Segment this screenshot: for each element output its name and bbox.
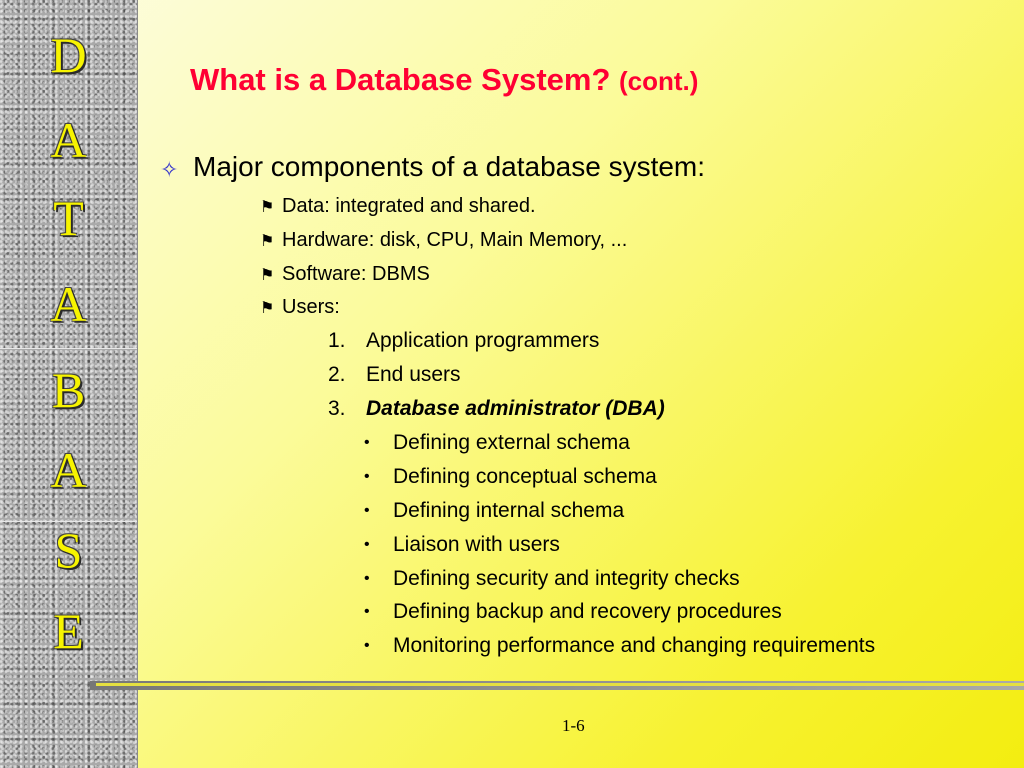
task-text: Defining conceptual schema	[393, 465, 657, 488]
sidebar-letter: A	[50, 276, 87, 332]
component-text: Users:	[282, 296, 340, 318]
dba-task: • Defining backup and recovery procedures	[360, 600, 782, 624]
component-item: ⚑ Software: DBMS	[260, 263, 430, 286]
dot-icon: •	[364, 637, 370, 654]
component-item: ⚑ Data: integrated and shared.	[260, 195, 536, 218]
user-number: 3.	[328, 397, 346, 420]
sidebar-seam	[0, 348, 137, 349]
user-text: Application programmers	[366, 329, 600, 352]
user-item: 2. End users	[328, 363, 461, 387]
dba-task: • Defining internal schema	[360, 499, 624, 523]
task-text: Defining internal schema	[393, 499, 625, 522]
task-text: Defining backup and recovery procedures	[393, 600, 782, 623]
dot-icon: •	[364, 570, 370, 587]
bullet-level1: Major components of a database system:	[193, 151, 705, 183]
slide-title: What is a Database System? (cont.)	[190, 62, 698, 98]
dot-icon: •	[364, 502, 370, 519]
task-text: Defining external schema	[393, 431, 630, 454]
component-text: Software: DBMS	[282, 263, 430, 285]
task-text: Monitoring performance and changing requ…	[393, 634, 876, 657]
sidebar: D A T A B A S E	[0, 0, 138, 768]
bullet-text: Major components of a database system:	[193, 151, 706, 182]
dba-task: • Liaison with users	[360, 533, 560, 557]
dot-icon: •	[364, 536, 370, 553]
user-item: 3. Database administrator (DBA)	[328, 397, 665, 421]
dba-task: • Defining conceptual schema	[360, 465, 657, 489]
footer-rule-highlight	[96, 683, 1024, 686]
task-text: Defining security and integrity checks	[393, 567, 740, 590]
dba-task: • Defining security and integrity checks	[360, 567, 740, 591]
sidebar-letter: A	[50, 112, 87, 168]
user-number: 1.	[328, 329, 346, 352]
dot-icon: •	[364, 468, 370, 485]
flag-icon: ⚑	[260, 199, 275, 216]
sidebar-seam	[0, 521, 137, 522]
sidebar-letter: D	[50, 27, 87, 83]
user-number: 2.	[328, 363, 346, 386]
dot-icon: •	[364, 603, 370, 620]
sidebar-letter: B	[51, 362, 86, 418]
flag-icon: ⚑	[260, 267, 275, 284]
user-text: End users	[366, 363, 461, 386]
four-point-star-icon: ✧	[160, 157, 179, 182]
flag-icon: ⚑	[260, 233, 275, 250]
component-item: ⚑ Hardware: disk, CPU, Main Memory, ...	[260, 229, 627, 252]
page-number: 1-6	[562, 716, 585, 735]
dot-icon: •	[364, 434, 370, 451]
task-text: Liaison with users	[393, 533, 560, 556]
component-item: ⚑ Users:	[260, 296, 340, 319]
dba-task: • Defining external schema	[360, 431, 630, 455]
title-main: What is a Database System?	[190, 62, 611, 97]
sidebar-letter: A	[50, 442, 87, 498]
user-item: 1. Application programmers	[328, 329, 599, 353]
user-text: Database administrator (DBA)	[366, 397, 665, 420]
dba-task: • Monitoring performance and changing req…	[360, 634, 875, 658]
flag-icon: ⚑	[260, 300, 275, 317]
sidebar-letter: E	[53, 603, 84, 659]
sidebar-letter: T	[53, 190, 84, 246]
title-sub: (cont.)	[619, 66, 699, 96]
component-text: Data: integrated and shared.	[282, 195, 536, 217]
sidebar-letter: S	[54, 522, 83, 578]
component-text: Hardware: disk, CPU, Main Memory, ...	[282, 229, 628, 251]
